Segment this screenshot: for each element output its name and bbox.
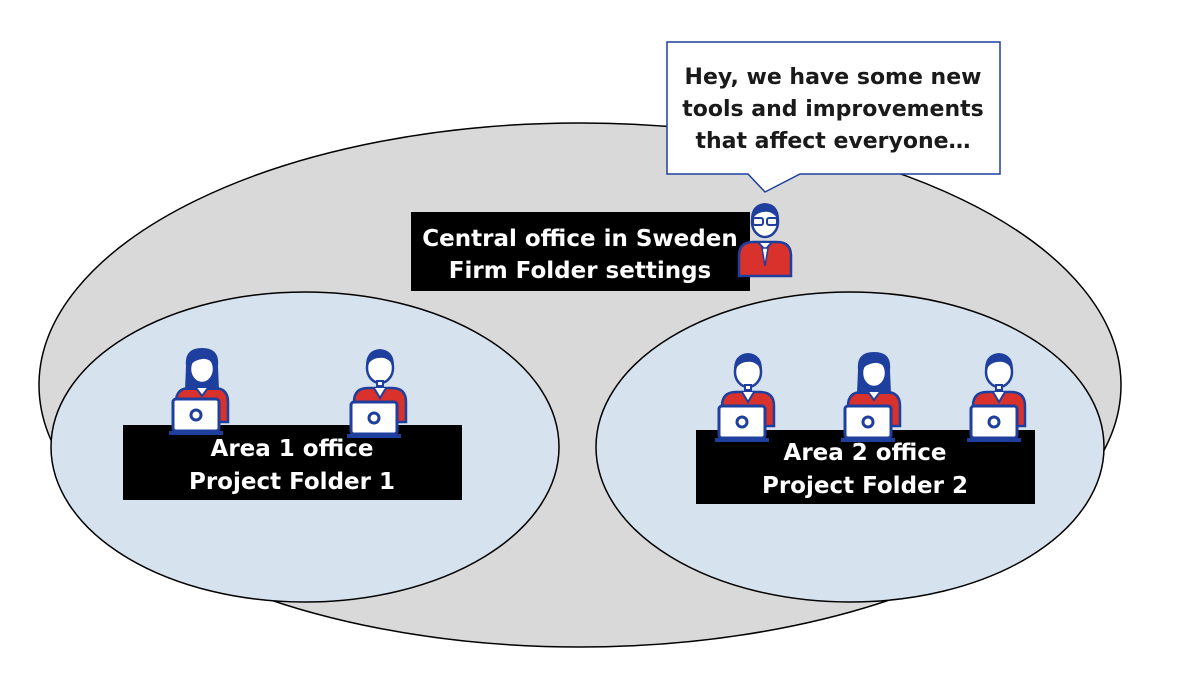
speech-bubble-line-3: that affect everyone… [695, 129, 970, 154]
central-office-label: Central office in Sweden Firm Folder set… [411, 212, 750, 291]
speech-bubble-line-1: Hey, we have some new [685, 65, 982, 90]
central-office-subtitle: Firm Folder settings [449, 258, 711, 284]
area2-subtitle: Project Folder 2 [762, 473, 968, 499]
laptop-icon [965, 404, 1023, 444]
laptop-icon [713, 404, 771, 444]
area1-label: Area 1 office Project Folder 1 [123, 425, 462, 500]
area2-label: Area 2 office Project Folder 2 [696, 430, 1035, 504]
manager-person-icon [737, 203, 793, 278]
laptop-icon [839, 404, 897, 444]
speech-bubble-line-2: tools and improvements [682, 97, 984, 122]
laptop-icon [167, 397, 225, 437]
central-office-title: Central office in Sweden [422, 226, 737, 252]
laptop-icon [345, 400, 403, 440]
speech-bubble: Hey, we have some new tools and improvem… [666, 41, 1001, 193]
area1-subtitle: Project Folder 1 [189, 469, 395, 495]
area2-title: Area 2 office [784, 440, 947, 466]
area1-title: Area 1 office [211, 436, 374, 462]
